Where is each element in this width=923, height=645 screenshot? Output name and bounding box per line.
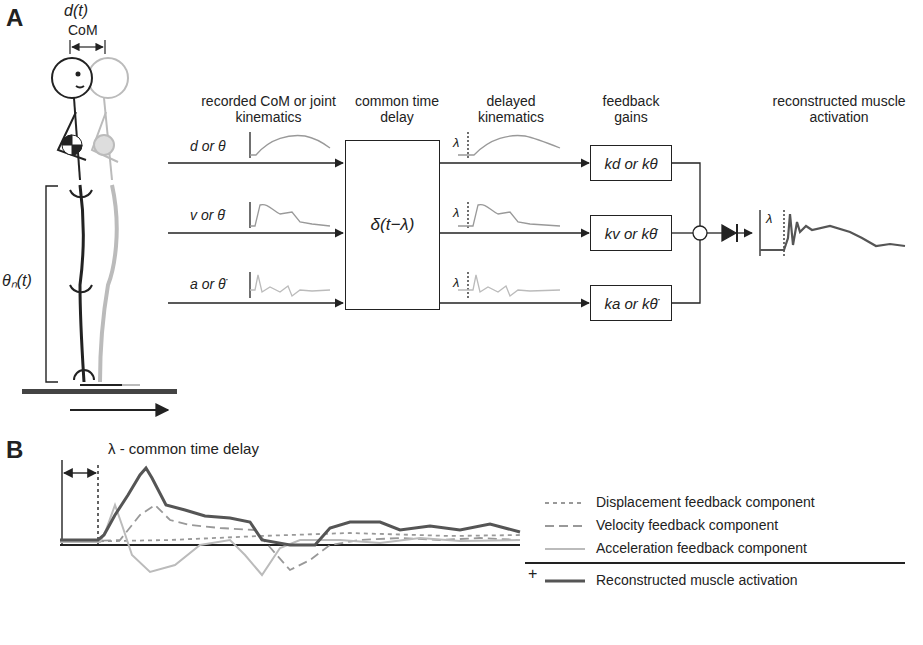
connector — [440, 162, 589, 163]
connector — [440, 232, 589, 233]
com-label: CoM — [68, 22, 98, 38]
column-header: recorded CoM or joint kinematics — [196, 93, 341, 125]
column-header: feedback gains — [588, 93, 674, 125]
delay-marker: λ — [453, 206, 459, 221]
legend-sample — [545, 548, 585, 550]
node-text: kd or kθ — [604, 155, 657, 172]
delay-marker: λ — [766, 212, 772, 227]
legend-sample — [545, 580, 585, 583]
column-header: reconstructed muscle activation — [764, 93, 914, 125]
column-header: delayed kinematics — [466, 93, 556, 125]
legend-text: Velocity feedback component — [596, 517, 778, 533]
legend-text: Displacement feedback component — [596, 494, 815, 510]
legend-text: Acceleration feedback component — [596, 540, 807, 556]
legend-sample — [545, 525, 585, 527]
gain-box: kd or kθ — [590, 145, 672, 181]
node-text: kv or kθ̇ — [605, 225, 657, 242]
signal-label: d or θ — [190, 138, 226, 154]
signal-label: v or θ̇ — [190, 207, 225, 223]
node-text: δ(t−λ) — [371, 215, 415, 235]
signal-label: a or θ̈ — [190, 276, 226, 292]
gain-box: ka or kθ̈ — [590, 285, 672, 321]
node-text: ka or kθ̈ — [604, 295, 657, 312]
variable-label: θₙ(t) — [2, 272, 32, 290]
delay-annotation: λ - common time delay — [108, 440, 259, 457]
variable-label: d(t) — [64, 2, 88, 20]
panel-letter: A — [6, 4, 23, 32]
gain-box: kv or kθ̇ — [590, 215, 672, 251]
delay-marker: λ — [453, 136, 459, 151]
column-header: common time delay — [352, 93, 442, 125]
sum-sign: + — [528, 565, 537, 583]
delay-marker: λ — [453, 276, 459, 291]
panel-letter: B — [6, 436, 23, 464]
connector — [440, 302, 589, 303]
legend-sample — [545, 502, 585, 504]
delay-box: δ(t−λ) — [345, 140, 440, 310]
legend-text: Reconstructed muscle activation — [596, 572, 798, 588]
